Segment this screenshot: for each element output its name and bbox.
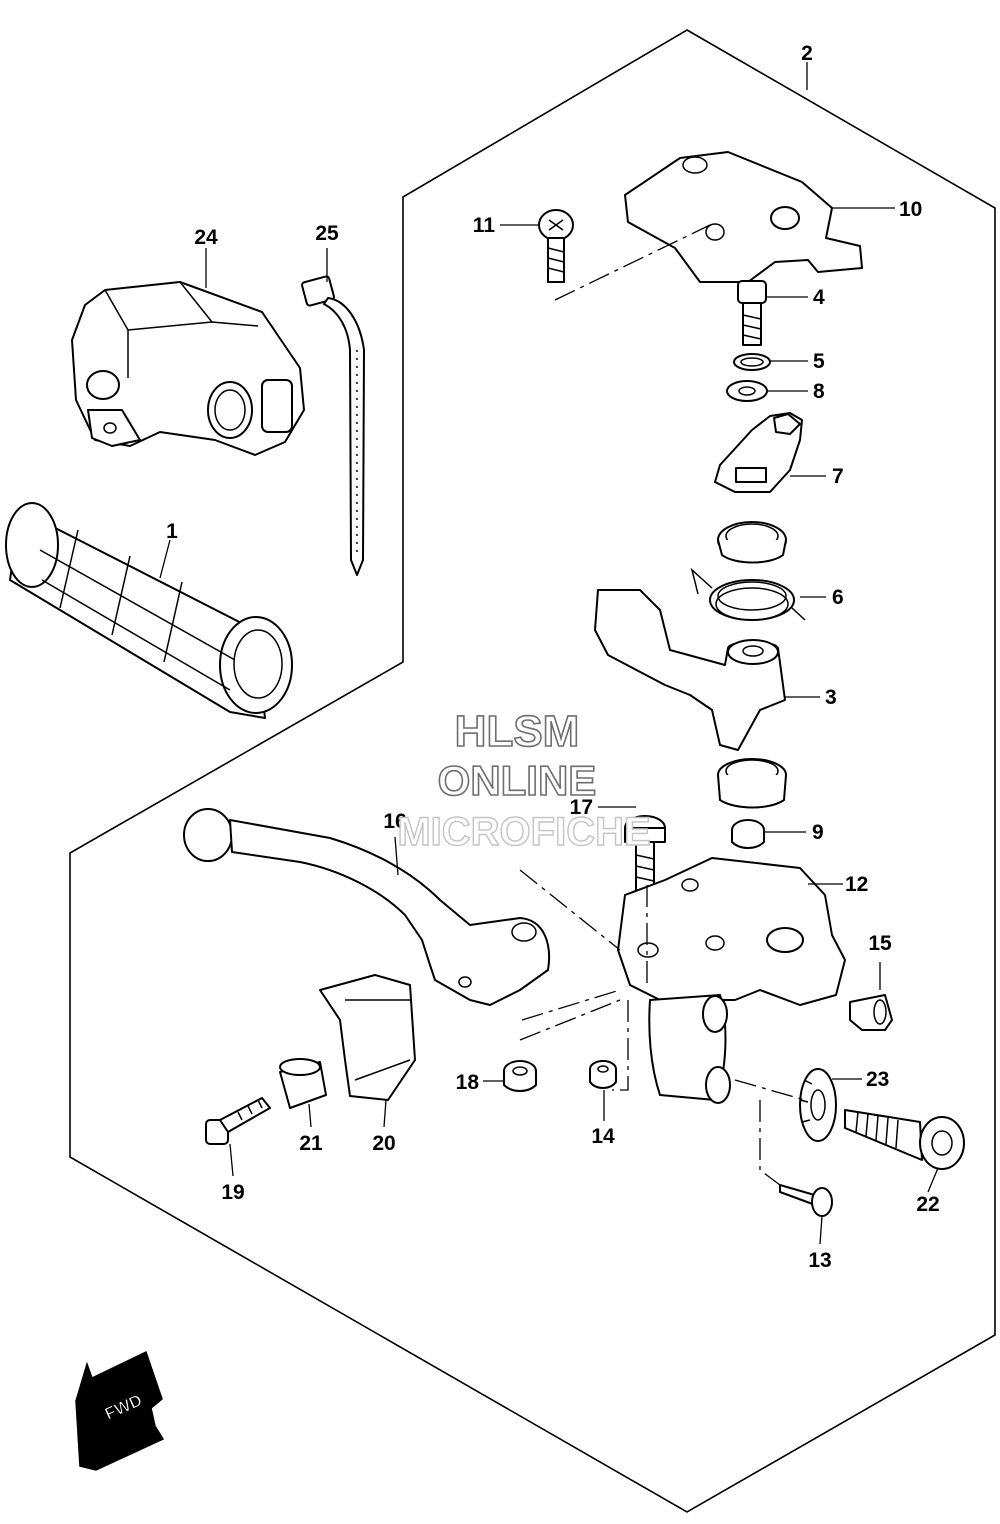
part-12-bracket[interactable] (617, 857, 846, 1104)
part-21-spacer[interactable] (279, 1058, 327, 1109)
part-25-cable-tie[interactable] (301, 275, 365, 576)
callout-22: 22 (916, 1193, 939, 1216)
callout-8: 8 (813, 380, 825, 403)
part-18-nut[interactable] (503, 1060, 537, 1092)
callout-17: 17 (570, 796, 593, 819)
callout-25: 25 (315, 222, 339, 245)
part-1-grip[interactable] (5, 502, 293, 719)
callout-14: 14 (591, 1125, 615, 1148)
callout-18: 18 (456, 1071, 480, 1094)
callout-15: 15 (868, 932, 892, 955)
assembly-lines (519, 224, 806, 1186)
part-23-adjuster-nut[interactable] (799, 1068, 837, 1142)
callout-13: 13 (808, 1249, 831, 1272)
bushing-upper (717, 521, 787, 564)
part-3-lever[interactable] (594, 589, 786, 751)
part-17-bolt[interactable] (624, 815, 666, 893)
watermark-line-3: MICROFICHE (397, 810, 650, 854)
part-9-nut[interactable] (731, 819, 765, 849)
bushing-lower (717, 758, 787, 809)
callout-20: 20 (372, 1132, 395, 1155)
part-7-plate[interactable] (714, 412, 803, 493)
callout-12: 12 (845, 873, 868, 896)
callout-11: 11 (473, 214, 496, 237)
fwd-arrow-icon: FWD (75, 1350, 165, 1471)
part-20-holder[interactable] (319, 974, 416, 1101)
part-10-cover[interactable] (624, 151, 863, 283)
watermark-line-2: ONLINE (438, 757, 597, 804)
part-16-lever[interactable] (183, 808, 550, 1006)
part-11-screw[interactable] (538, 209, 574, 283)
callout-23: 23 (866, 1068, 889, 1091)
callout-21: 21 (299, 1132, 323, 1155)
leader-lines (159, 62, 939, 1245)
callout-19: 19 (221, 1181, 244, 1204)
callout-3: 3 (825, 686, 837, 709)
part-13-screw[interactable] (779, 1184, 833, 1217)
part-15-collar[interactable] (849, 994, 893, 1031)
assembly-outline (69, 29, 996, 1513)
callout-9: 9 (812, 821, 824, 844)
callout-24: 24 (194, 226, 218, 249)
watermark: HLSM ONLINE MICROFICHE (397, 706, 652, 855)
callout-labels: 1 2 3 4 5 6 7 8 9 10 11 12 13 14 15 16 1… (166, 42, 940, 1272)
part-8-washer[interactable] (726, 380, 768, 402)
part-24-switch-housing[interactable] (71, 281, 305, 456)
part-6-spring[interactable] (690, 567, 806, 621)
part-22-adjuster[interactable] (844, 1109, 965, 1170)
callout-7: 7 (832, 465, 844, 488)
callout-16: 16 (383, 810, 406, 833)
part-4-bolt[interactable] (737, 280, 767, 346)
callout-4: 4 (813, 286, 825, 309)
callout-10: 10 (899, 198, 922, 221)
callout-2: 2 (801, 42, 813, 65)
callout-5: 5 (813, 350, 825, 373)
part-5-o-ring[interactable] (733, 353, 771, 371)
callout-6: 6 (832, 586, 844, 609)
callout-1: 1 (166, 520, 178, 543)
part-19-bolt[interactable] (205, 1097, 271, 1145)
watermark-line-1: HLSM (455, 707, 580, 756)
part-14-nut[interactable] (589, 1060, 617, 1089)
